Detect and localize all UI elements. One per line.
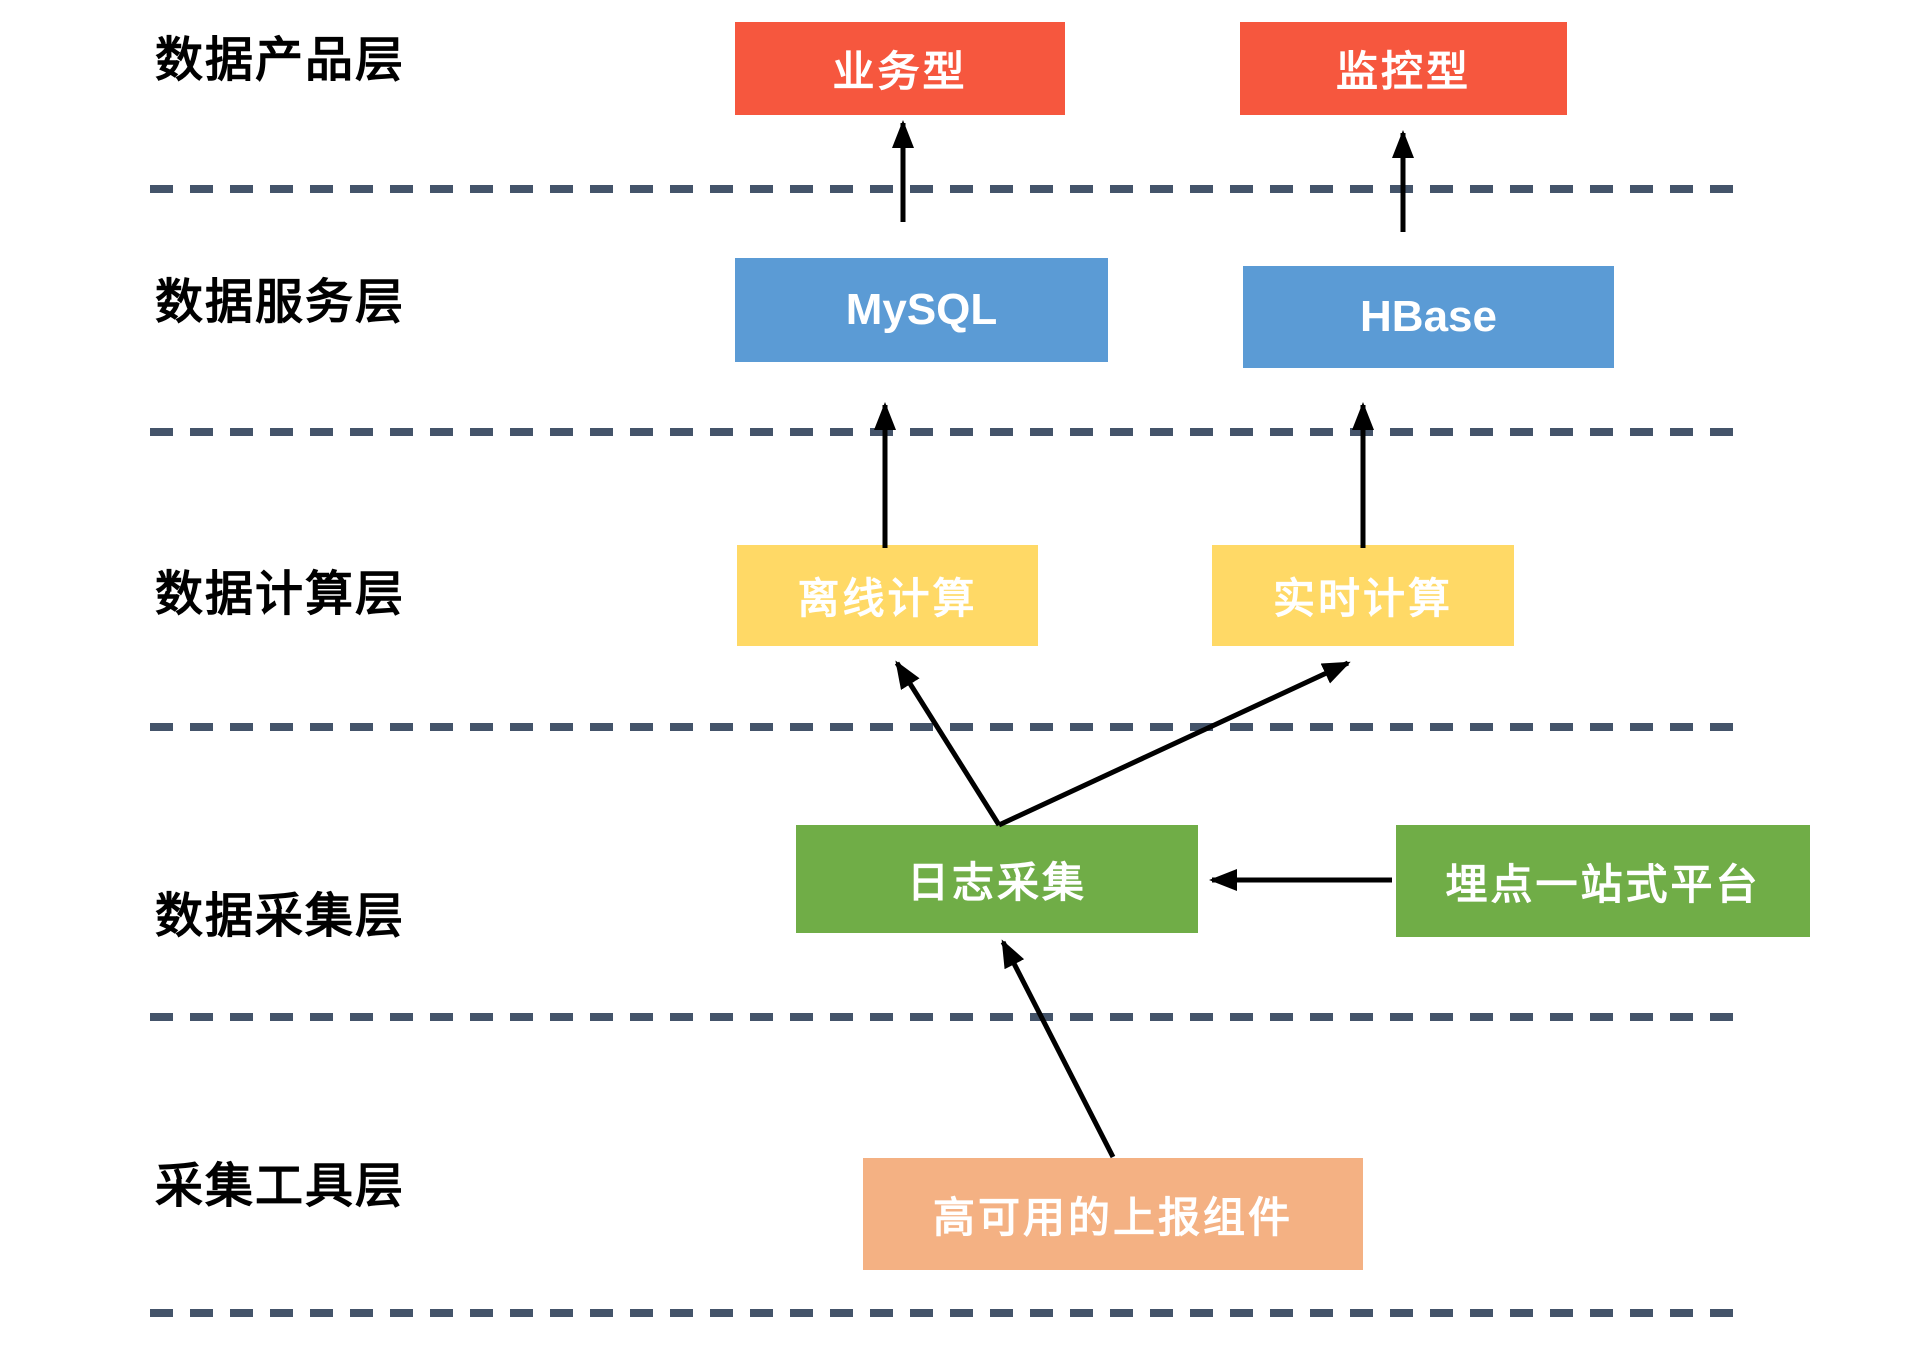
node-offline-compute: 离线计算 <box>737 545 1038 646</box>
node-realtime-compute: 实时计算 <box>1212 545 1514 646</box>
layer-label-data-service: 数据服务层 <box>155 274 406 330</box>
separator-line-1 <box>150 185 1746 193</box>
arrow-logcollection-to-realtime <box>997 660 1351 828</box>
arrow-reporting-to-logcollection <box>1000 939 1116 1159</box>
layer-label-collection-tool: 采集工具层 <box>155 1158 406 1214</box>
node-tracking-platform: 埋点一站式平台 <box>1396 825 1810 937</box>
node-reporting-component: 高可用的上报组件 <box>863 1158 1363 1270</box>
node-mysql: MySQL <box>735 258 1108 362</box>
separator-line-5 <box>150 1309 1746 1317</box>
node-monitoring-type: 监控型 <box>1240 22 1567 115</box>
layer-label-data-compute: 数据计算层 <box>155 566 406 622</box>
layer-label-data-collection: 数据采集层 <box>155 888 406 944</box>
layer-label-data-product: 数据产品层 <box>155 32 406 88</box>
node-business-type: 业务型 <box>735 22 1065 115</box>
node-hbase: HBase <box>1243 266 1614 368</box>
arrow-logcollection-to-offline <box>894 660 1002 827</box>
separator-line-3 <box>150 723 1746 731</box>
separator-line-2 <box>150 428 1746 436</box>
node-log-collection: 日志采集 <box>796 825 1198 933</box>
separator-line-4 <box>150 1013 1746 1021</box>
